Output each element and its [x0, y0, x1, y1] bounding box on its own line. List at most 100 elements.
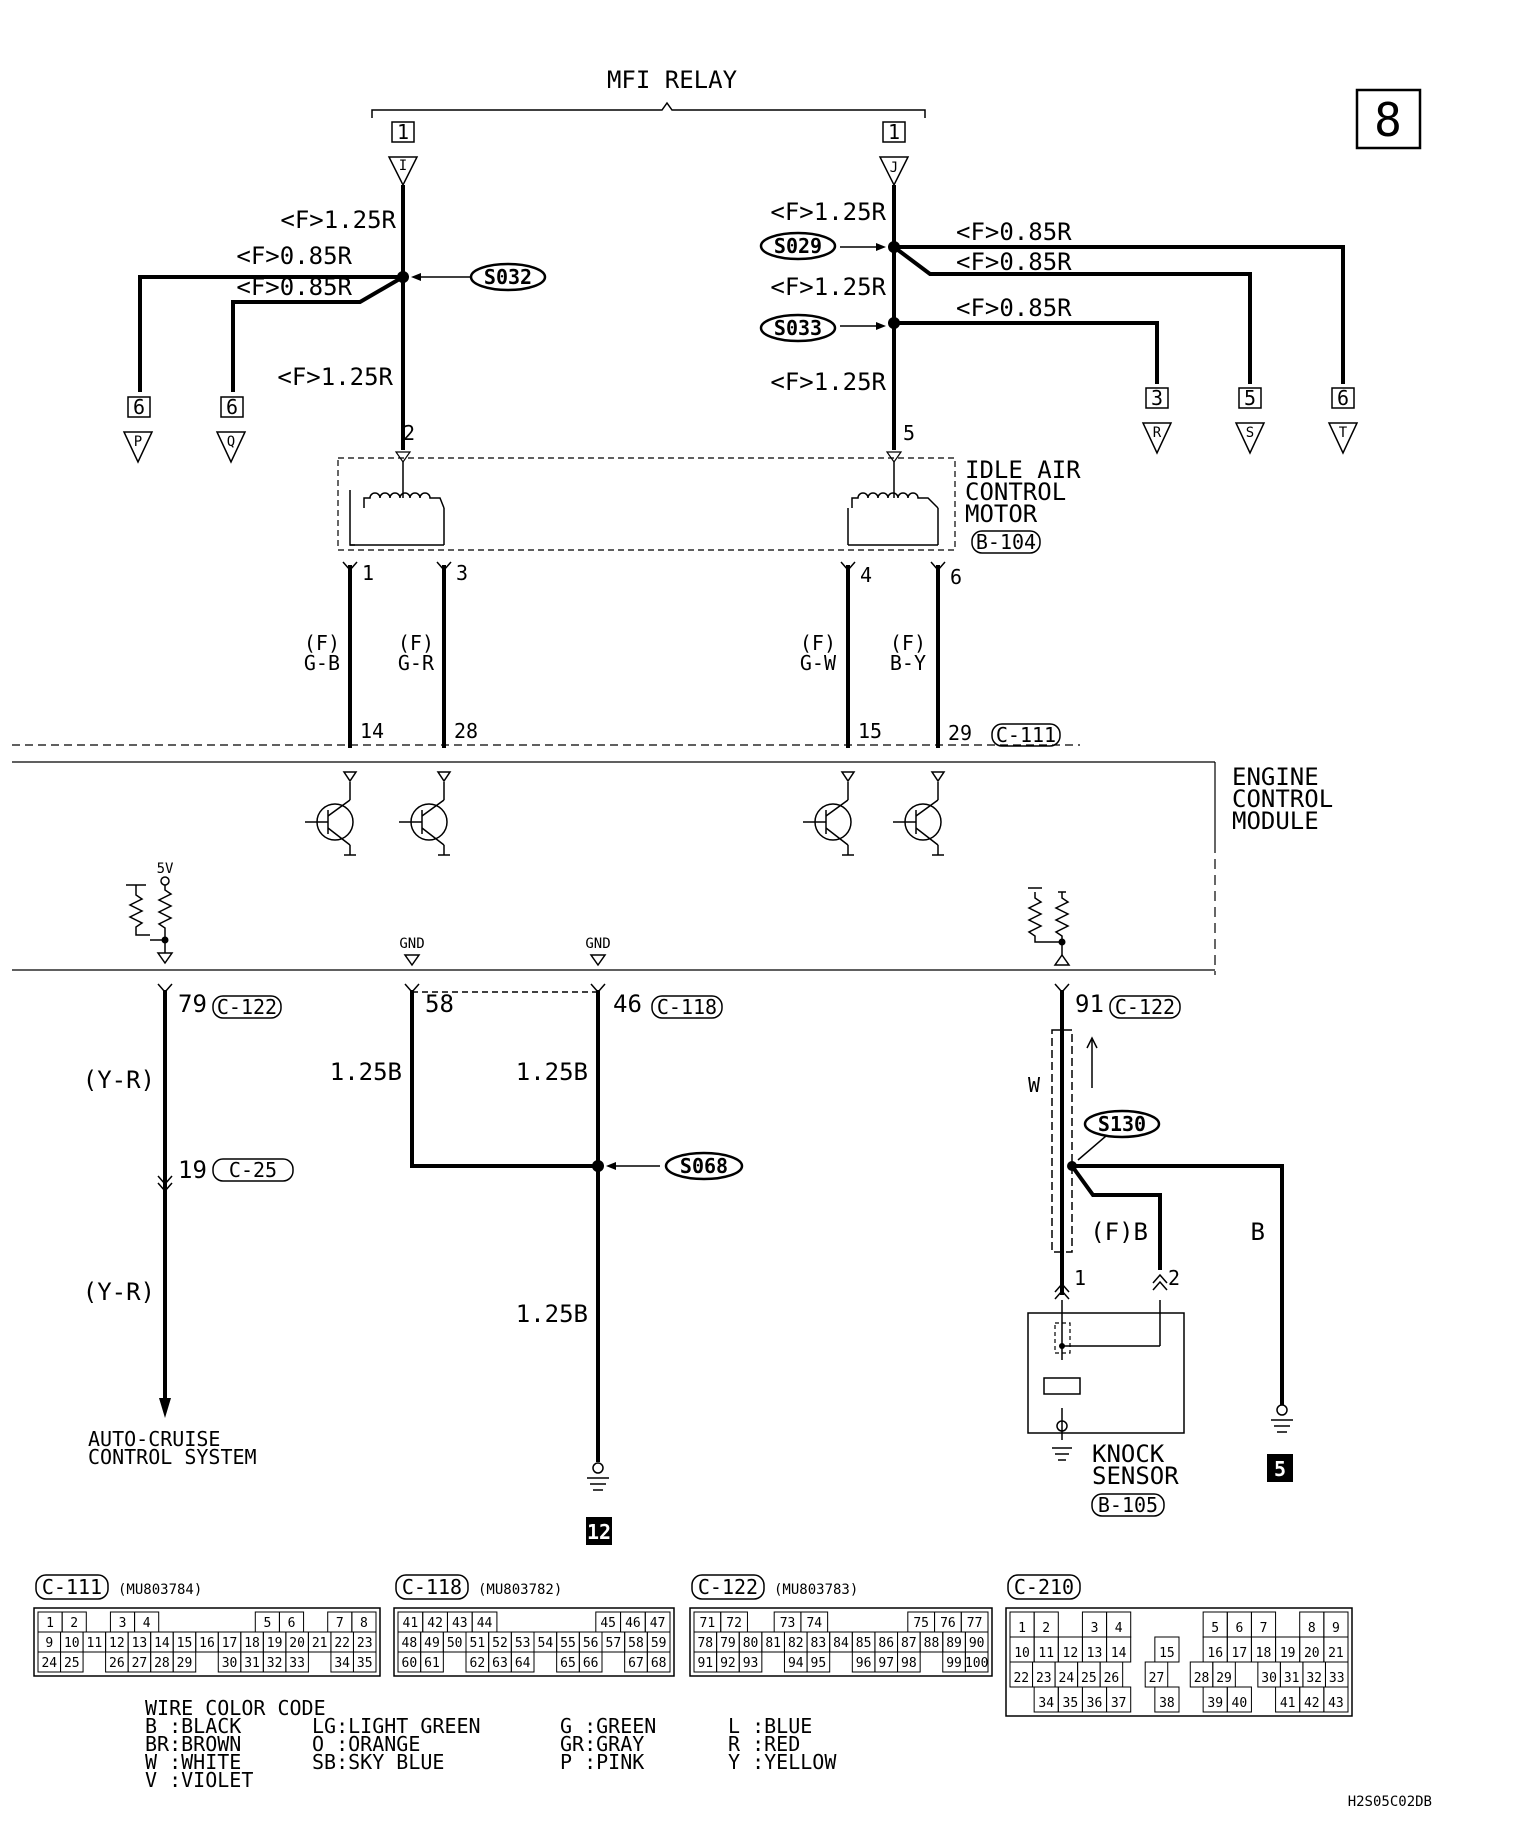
out-q-letter: Q: [227, 434, 235, 450]
connector-pin-label: 19: [1280, 1646, 1296, 1661]
out-r-num: 3: [1151, 386, 1163, 410]
relay-right-pin: 1: [888, 120, 900, 144]
left-wire-a: <F>0.85R: [236, 242, 352, 270]
out-t-num: 6: [1337, 386, 1349, 410]
connector-pin-label: 26: [1104, 1671, 1120, 1686]
connector-pin-label: 10: [64, 1636, 80, 1651]
out-p-letter: P: [134, 434, 142, 450]
relay-left-letter: I: [399, 158, 407, 174]
connector-pin-label: 98: [901, 1656, 917, 1671]
out-t-letter: T: [1339, 425, 1348, 441]
connector-pin-label: 25: [64, 1656, 80, 1671]
knock-sensor-conn: B-105: [1098, 1493, 1158, 1517]
color-code-entry: Y :YELLOW: [728, 1750, 837, 1774]
connector-pin-label: 14: [154, 1636, 170, 1651]
connector-pin-label: 55: [560, 1636, 576, 1651]
connector-pin-label: 62: [470, 1656, 486, 1671]
connector-pin-label: 29: [177, 1656, 193, 1671]
doc-code: H2S05C02DB: [1348, 1794, 1432, 1810]
knock-shield: W: [1028, 1073, 1041, 1097]
connector-pin-label: 86: [878, 1636, 894, 1651]
connector-pin-label: 80: [743, 1636, 759, 1651]
connector-pin-label: 97: [878, 1656, 894, 1671]
ecm-pin-28: 28: [454, 719, 478, 743]
connector-pin-label: 64: [515, 1656, 531, 1671]
connector-id: C-118: [402, 1575, 462, 1599]
connector-pin-label: 68: [651, 1656, 667, 1671]
color-code-entry: V :VIOLET: [145, 1768, 253, 1792]
connector-pin-label: 2: [1042, 1621, 1050, 1636]
connector-pin-label: 37: [1111, 1696, 1127, 1711]
connector-pin-label: 54: [538, 1636, 554, 1651]
color-code-title: WIRE COLOR CODE: [145, 1696, 326, 1720]
connector-pin-label: 27: [132, 1656, 148, 1671]
connector-pin-label: 12: [109, 1636, 125, 1651]
out-s-num: 5: [1244, 386, 1256, 410]
cruise-dest-1: AUTO-CRUISE: [88, 1427, 220, 1451]
connector-pin-label: 40: [1232, 1696, 1248, 1711]
connector-pin-label: 18: [244, 1636, 260, 1651]
connector-pin-label: 29: [1216, 1671, 1232, 1686]
connector-pin-label: 76: [940, 1616, 956, 1631]
connector-pin-label: 28: [154, 1656, 170, 1671]
cruise-conn-c122: C-122: [217, 995, 277, 1019]
connector-pin-label: 77: [967, 1616, 983, 1631]
connector-pin-label: 88: [924, 1636, 940, 1651]
color-code-entry: LG:LIGHT GREEN: [312, 1714, 481, 1738]
connector-pin-label: 90: [969, 1636, 985, 1651]
connector-pin-label: 75: [913, 1616, 929, 1631]
connector-pin-label: 96: [856, 1656, 872, 1671]
out-r-letter: R: [1153, 425, 1162, 441]
cruise-dest-2: CONTROL SYSTEM: [88, 1445, 257, 1469]
knock-pin-91: 91: [1075, 990, 1104, 1018]
connector-pin-label: 36: [1087, 1696, 1103, 1711]
wire-color-4: B-Y: [890, 651, 926, 675]
connector-pin-label: 59: [651, 1636, 667, 1651]
color-code-entry: R :RED: [728, 1732, 800, 1756]
connector-pin-label: 41: [1280, 1696, 1296, 1711]
connector-pin-label: 1: [46, 1616, 54, 1631]
cruise-wire-2: (Y-R): [83, 1278, 155, 1306]
motor-pin-3: 3: [456, 561, 468, 585]
ecm-line1: ENGINE: [1232, 763, 1319, 791]
right-wire-c: <F>0.85R: [956, 294, 1072, 322]
connector-id: C-122: [698, 1575, 758, 1599]
connector-pin-label: 47: [650, 1616, 666, 1631]
connector-pin-label: 3: [1091, 1621, 1099, 1636]
connector-pin-label: 11: [87, 1636, 103, 1651]
out-q-num: 6: [226, 395, 238, 419]
connector-pin-label: 87: [901, 1636, 917, 1651]
connector-pin-label: 20: [289, 1636, 305, 1651]
wire-spec-3: (F): [800, 631, 836, 655]
connector-pin-label: 31: [1284, 1671, 1300, 1686]
splice-s033: S033: [774, 316, 822, 340]
connector-pin-label: 13: [132, 1636, 148, 1651]
ecm-line3: MODULE: [1232, 807, 1319, 835]
connector-pin-label: 81: [765, 1636, 781, 1651]
connector-pin-label: 17: [1232, 1646, 1248, 1661]
wire-color-1: G-B: [304, 651, 340, 675]
connector-pin-label: 58: [628, 1636, 644, 1651]
connector-pin-label: 16: [199, 1636, 215, 1651]
label-gnd-2: GND: [585, 936, 610, 952]
relay-left-pin: 1: [397, 120, 409, 144]
connector-pin-label: 74: [806, 1616, 822, 1631]
connector-pin-label: 78: [697, 1636, 713, 1651]
connector-part: (MU803784): [118, 1582, 202, 1598]
connector-pin-label: 41: [403, 1616, 419, 1631]
right-wire-a: <F>0.85R: [956, 218, 1072, 246]
ecm-pin-14: 14: [360, 719, 384, 743]
idle-air-connector: B-104: [976, 530, 1036, 554]
connector-pin-label: 30: [1261, 1671, 1277, 1686]
connector-pin-label: 91: [697, 1656, 713, 1671]
connector-pin-label: 2: [70, 1616, 78, 1631]
motor-pin-6: 6: [950, 565, 962, 589]
connector-pin-label: 100: [965, 1656, 988, 1671]
connector-pin-label: 9: [45, 1636, 53, 1651]
wire-spec-2: (F): [398, 631, 434, 655]
connector-pin-label: 72: [726, 1616, 742, 1631]
connector-pin-label: 12: [1063, 1646, 1079, 1661]
idle-air-line1: IDLE AIR: [965, 456, 1081, 484]
connector-pin-label: 22: [1013, 1671, 1029, 1686]
